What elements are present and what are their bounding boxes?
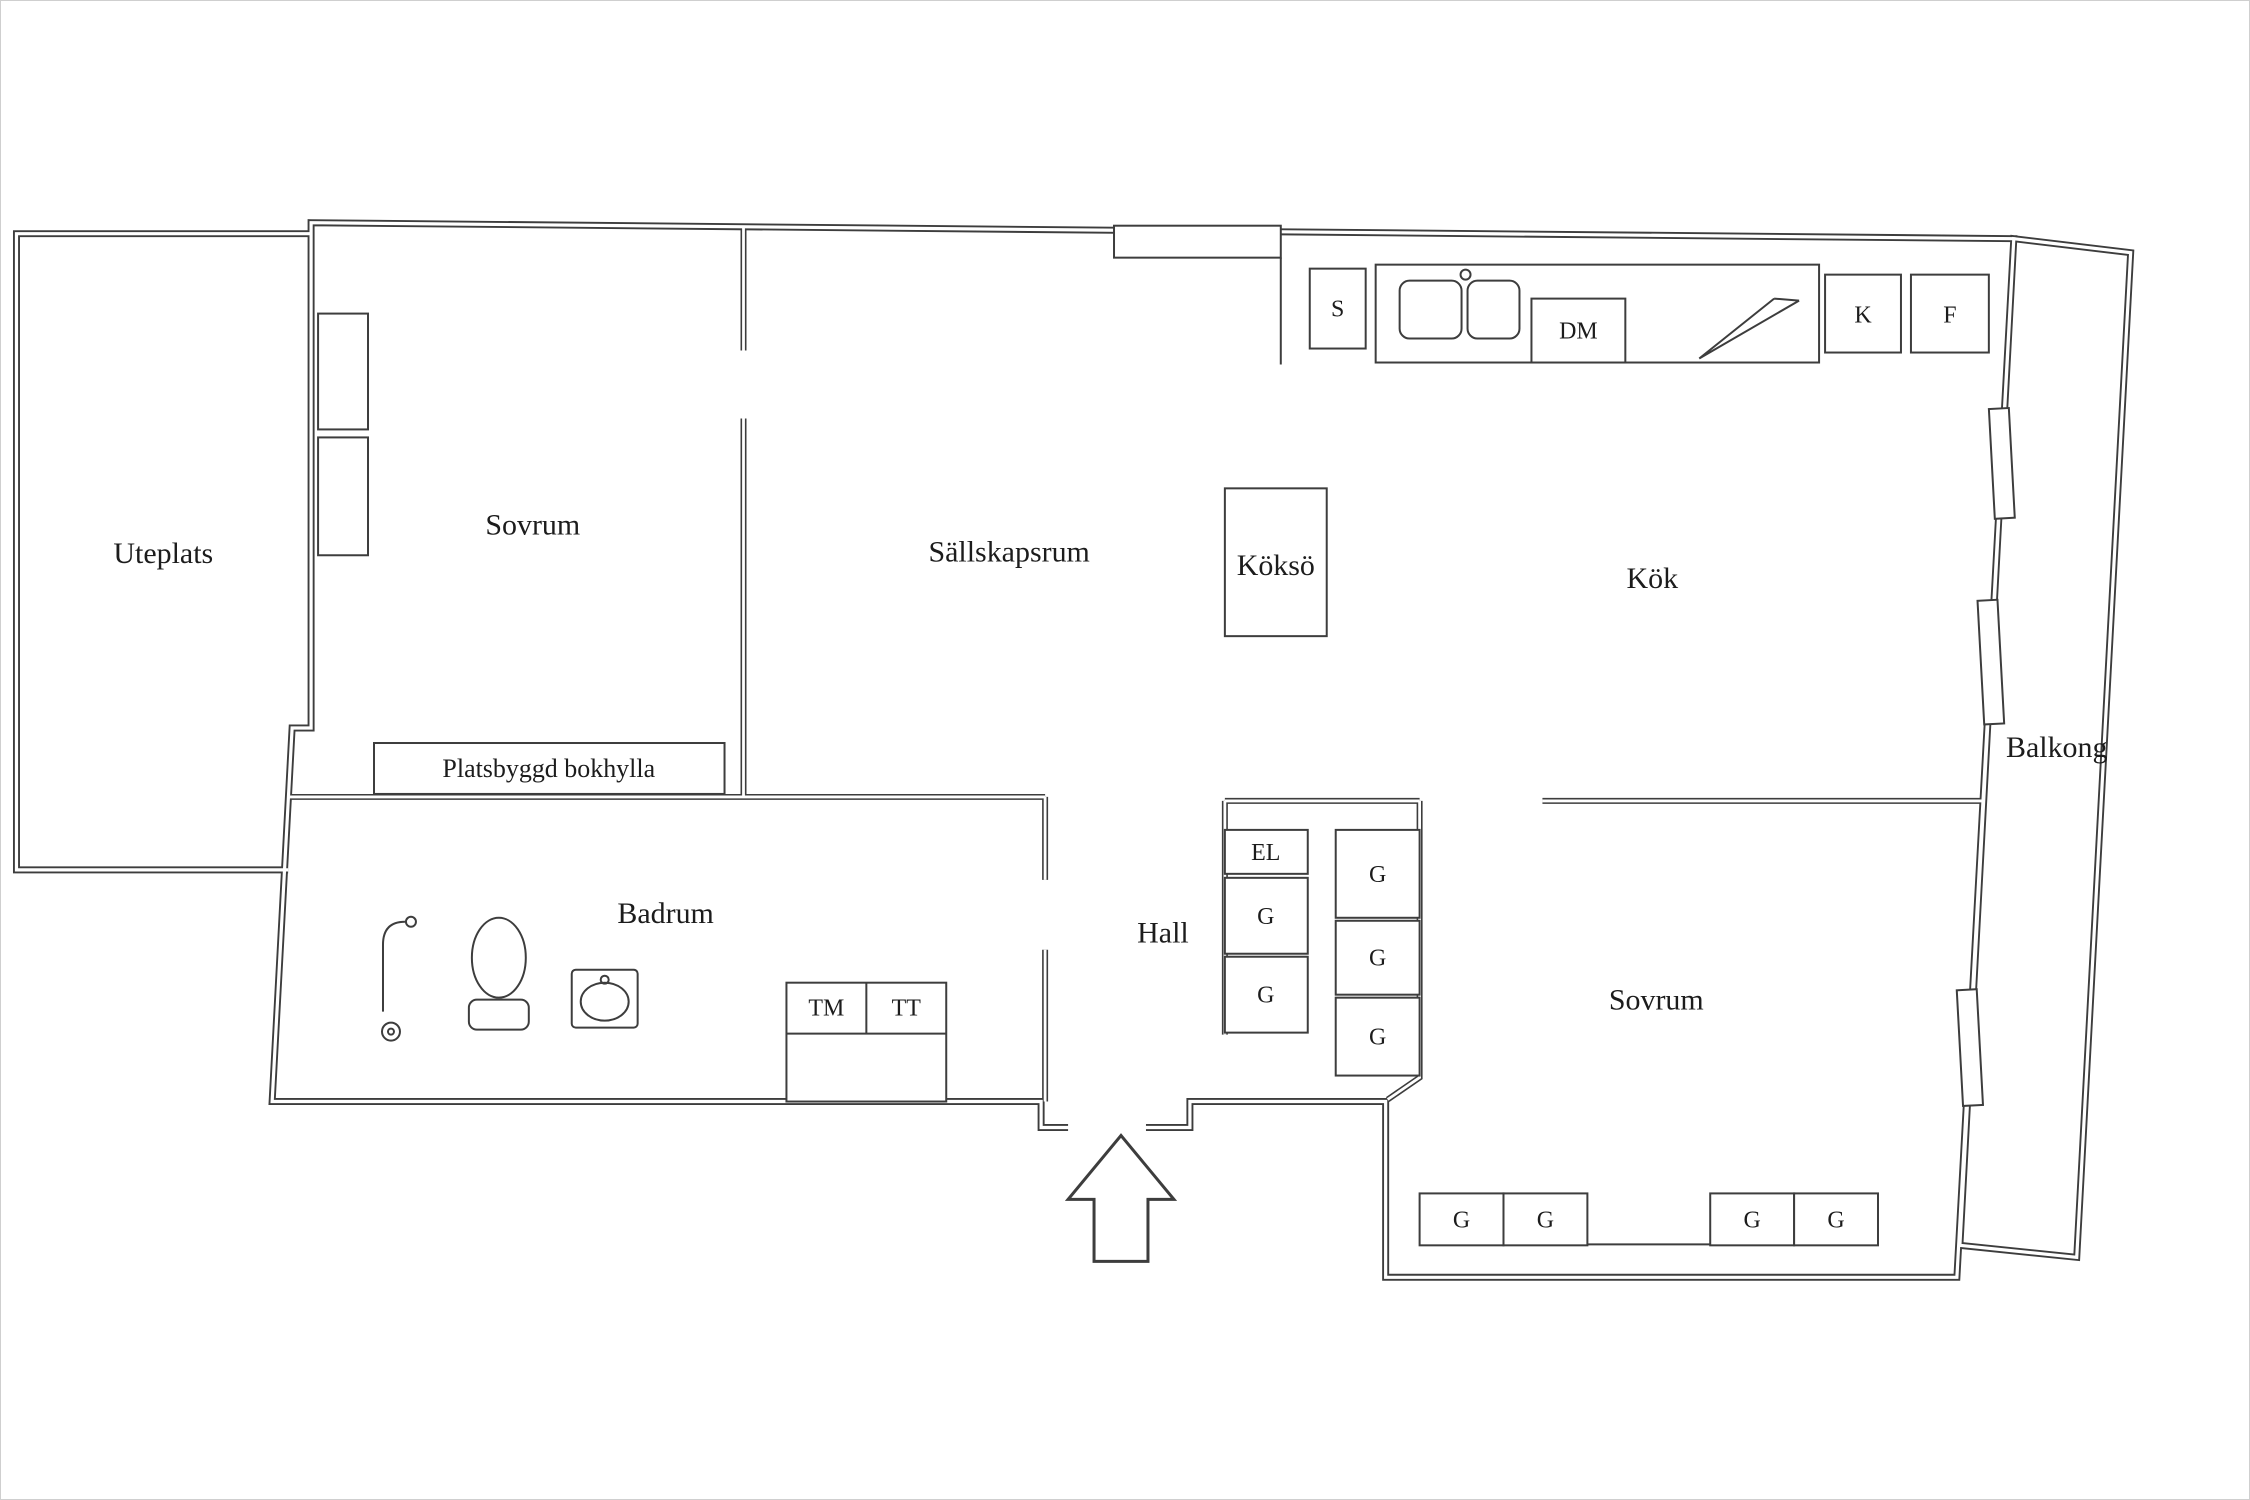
wardrobe-box (1709, 1192, 1796, 1247)
electrical-cabinet-box (1223, 828, 1309, 875)
freezer-label: F (1943, 303, 1956, 329)
washbasin-icon (579, 981, 630, 1022)
wardrobe-box (1502, 1192, 1589, 1247)
wardrobe-box (1793, 1192, 1879, 1247)
wardrobe-label: G (1827, 1207, 1844, 1233)
wardrobe-box (1334, 996, 1421, 1077)
floor-drain-icon (386, 1027, 395, 1036)
room-label-kok: Kök (1626, 562, 1678, 595)
room-label-uteplats: Uteplats (113, 537, 213, 570)
electrical-cabinet-label: EL (1251, 840, 1280, 866)
bookshelf (373, 742, 726, 795)
entrance-door-opening (1068, 1109, 1146, 1146)
wardrobe-box (1223, 876, 1309, 955)
sink-basin-icon (1398, 279, 1463, 340)
kitchen-soffit (1113, 224, 1282, 259)
tumble-dryer-label: TT (892, 996, 922, 1022)
stove-label: S (1331, 297, 1344, 323)
dishwasher-box (1530, 297, 1627, 364)
sink-faucet-icon (1459, 268, 1472, 281)
wardrobe-label: G (1537, 1207, 1554, 1233)
floor-drain-icon (380, 1021, 401, 1042)
freezer-box (1909, 273, 1990, 354)
laundry-niche-dividers (786, 982, 947, 1035)
patio-door-icon (317, 312, 370, 431)
sink-basin-icon (1466, 279, 1521, 340)
wardrobe-label: G (1744, 1207, 1761, 1233)
fridge-label: K (1854, 303, 1872, 329)
wardrobe-label: G (1257, 983, 1274, 1009)
balcony-window-icon (1955, 988, 1985, 1108)
balcony-window-icon (1987, 406, 2016, 520)
patio-door-icon (317, 436, 370, 557)
wardrobe-box (1334, 919, 1421, 996)
washing-machine-label: TM (808, 996, 844, 1022)
kitchen-island (1223, 487, 1328, 638)
tap-head-icon (404, 915, 417, 928)
wardrobe-label: G (1369, 1025, 1386, 1051)
balcony-door-icon (1976, 598, 2006, 726)
room-label-sallskapsrum: Sällskapsrum (928, 535, 1089, 568)
room-label-badrum: Badrum (617, 897, 714, 930)
wardrobe-box (1418, 1192, 1505, 1247)
room-label-sovrum-1: Sovrum (485, 508, 580, 541)
fridge-box (1824, 273, 1902, 354)
wardrobe-label: G (1453, 1207, 1470, 1233)
wardrobe-label: G (1369, 862, 1386, 888)
wardrobe-box (1223, 955, 1309, 1034)
bookshelf-label: Platsbyggd bokhylla (442, 754, 655, 783)
room-label-sovrum-2: Sovrum (1609, 984, 1704, 1017)
washbasin-faucet-icon (599, 974, 610, 985)
dishwasher-label: DM (1559, 319, 1598, 345)
wardrobe-label: G (1369, 946, 1386, 972)
entrance-arrow-icon (1064, 1133, 1178, 1263)
toilet-tank-icon (467, 998, 530, 1031)
corner-cabinet-icon (1698, 297, 1800, 360)
room-label-kokso: Köksö (1237, 549, 1315, 582)
room-label-balkong: Balkong (2006, 731, 2108, 764)
stove-box (1308, 267, 1367, 350)
bathtub-tap-icon (381, 920, 405, 1012)
room-label-hall: Hall (1137, 917, 1189, 950)
wardrobe-label: G (1257, 904, 1274, 930)
wardrobe-box (1334, 828, 1421, 919)
toilet-icon (470, 916, 527, 999)
